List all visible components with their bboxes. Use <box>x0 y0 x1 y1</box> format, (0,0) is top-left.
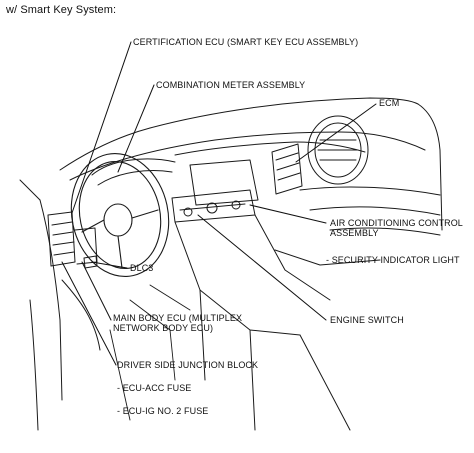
callout-ecm: ECM <box>379 98 400 108</box>
leader-air-conditioning <box>249 204 327 224</box>
ecm-box <box>271 143 303 195</box>
leader-certification-ecu <box>71 41 132 214</box>
callout-certification-ecu: CERTIFICATION ECU (SMART KEY ECU ASSEMBL… <box>133 37 359 47</box>
callout-air-conditioning-line2: ASSEMBLY <box>330 228 379 238</box>
center-console <box>171 159 351 431</box>
leader-combination-meter <box>117 84 155 173</box>
leader-lines <box>61 41 377 366</box>
leader-dlc3 <box>91 261 128 269</box>
callout-dlc3: DLC3 <box>130 263 154 273</box>
callout-ecu-ig-fuse: - ECU-IG NO. 2 FUSE <box>117 406 209 416</box>
leader-ecm <box>295 103 377 163</box>
callout-driver-side-junction-block: DRIVER SIDE JUNCTION BLOCK <box>117 360 259 370</box>
steering-wheel <box>70 152 170 278</box>
floor-lines <box>109 284 191 421</box>
callout-engine-switch: ENGINE SWITCH <box>330 315 404 325</box>
leader-engine-switch <box>197 214 327 321</box>
callout-main-body-ecu-line1: MAIN BODY ECU (MULTIPLEX <box>113 313 243 323</box>
callout-security-indicator: - SECURITY INDICATOR LIGHT <box>326 255 460 265</box>
callout-main-body-ecu-line2: NETWORK BODY ECU) <box>113 323 214 333</box>
callout-ecu-acc-fuse: - ECU-ACC FUSE <box>117 383 192 393</box>
leader-main-body-ecu <box>81 261 112 321</box>
left-panel <box>19 179 101 431</box>
meter-hood <box>91 158 176 186</box>
callout-combination-meter: COMBINATION METER ASSEMBLY <box>156 80 306 90</box>
leader-junction-block <box>61 261 117 366</box>
callout-air-conditioning-line1: AIR CONDITIONING CONTROL <box>330 218 463 228</box>
dashboard-top <box>69 131 426 181</box>
windshield-frame <box>59 97 443 231</box>
passenger-dash <box>274 186 441 266</box>
diagram-heading: w/ Smart Key System: <box>6 4 117 16</box>
